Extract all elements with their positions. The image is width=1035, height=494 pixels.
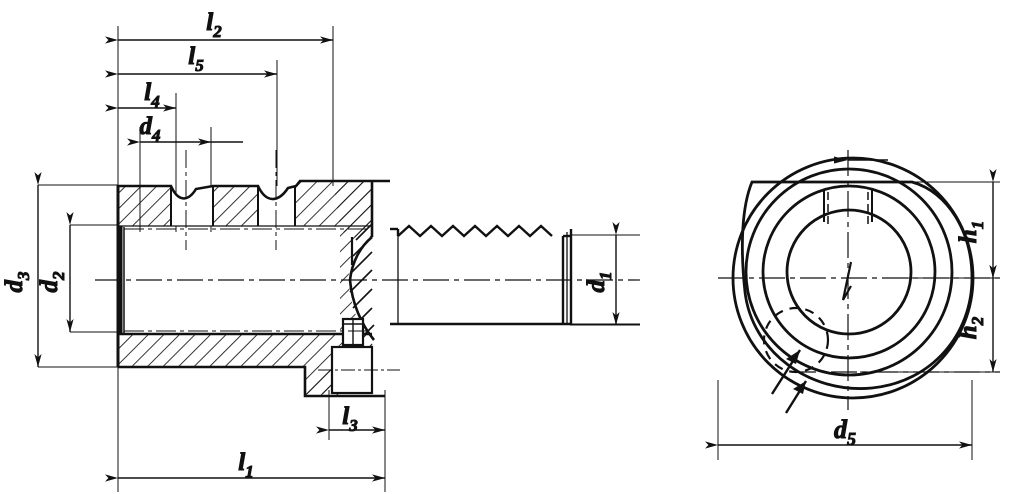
svg-text:l5: l5 — [188, 43, 204, 75]
dimension-lines-endview — [705, 169, 997, 449]
label-l5-sub: 5 — [195, 56, 204, 75]
svg-text:d5: d5 — [834, 415, 856, 449]
threaded-shaft — [390, 224, 640, 326]
dimension-labels-endview: h1 h2 d5 — [834, 220, 988, 449]
label-l2: l — [206, 9, 213, 36]
extension-lines — [38, 26, 640, 492]
label-d1-sub: 1 — [596, 272, 615, 281]
svg-text:d2: d2 — [36, 271, 68, 293]
label-l5: l — [188, 43, 195, 70]
leader-arrow — [770, 349, 808, 414]
label-l1-sub: 1 — [245, 462, 254, 481]
svg-text:h2: h2 — [955, 316, 987, 339]
label-d2-sub: 2 — [49, 271, 68, 281]
label-h1-sub: 1 — [968, 221, 987, 230]
svg-text:l4: l4 — [144, 79, 159, 111]
eccentric-offset-mark — [841, 261, 853, 301]
label-d4: d — [140, 113, 153, 140]
label-d5: d — [834, 415, 848, 444]
extension-lines-endview — [717, 181, 1000, 460]
label-h2: h — [955, 325, 982, 339]
keyway-hidden-lines — [827, 192, 869, 226]
label-d3-sub: 3 — [14, 271, 33, 281]
svg-text:l1: l1 — [238, 449, 253, 481]
label-l4-sub: 4 — [150, 92, 160, 111]
svg-text:d4: d4 — [140, 113, 161, 145]
svg-text:h1: h1 — [955, 221, 987, 243]
pin-detail — [318, 317, 400, 395]
label-h1: h — [955, 229, 982, 243]
keyway-outline — [823, 190, 873, 222]
label-d1: d — [583, 280, 610, 293]
label-d4-sub: 4 — [151, 126, 161, 145]
svg-text:l2: l2 — [206, 9, 222, 41]
label-l4: l — [144, 79, 151, 106]
label-h2-sub: 2 — [968, 316, 987, 326]
dimension-lines — [34, 36, 620, 482]
label-d3: d — [1, 280, 28, 293]
label-l1: l — [238, 449, 245, 476]
sectional-side-view: l2 l5 l4 d4 d3 d2 d1 l3 — [1, 9, 640, 492]
dimension-labels: l2 l5 l4 d4 d3 d2 d1 l3 — [1, 9, 616, 482]
label-l3: l — [342, 403, 349, 430]
svg-text:l3: l3 — [342, 403, 358, 435]
label-l2-sub: 2 — [212, 22, 222, 41]
svg-text:d3: d3 — [1, 271, 33, 293]
end-view: h1 h2 d5 — [705, 150, 1000, 460]
label-l3-sub: 3 — [348, 416, 358, 435]
label-d5-sub: 5 — [847, 429, 856, 449]
groove-center-lines — [185, 150, 277, 250]
bore-center-marks — [124, 228, 372, 332]
svg-text:d1: d1 — [583, 272, 615, 293]
label-d2: d — [36, 280, 63, 293]
